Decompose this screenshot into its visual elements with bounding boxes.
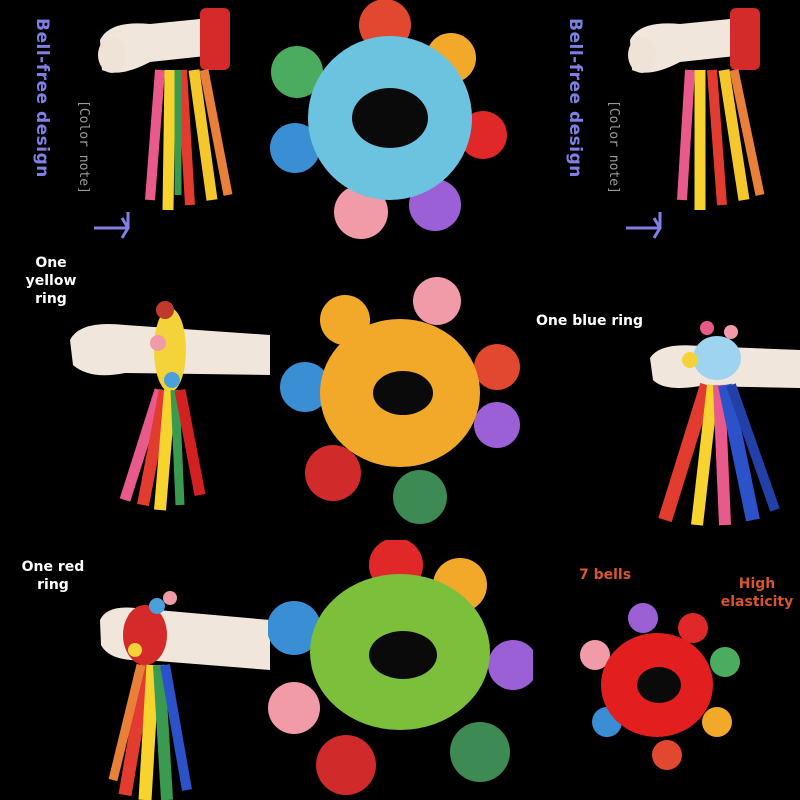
blue-ring-wrist-photo	[645, 320, 800, 535]
wristband-photo-right	[620, 0, 800, 240]
yellow-ring-product-photo	[275, 275, 525, 525]
high-elasticity-label: High elasticity	[720, 576, 794, 611]
one-blue-ring-label: One blue ring	[535, 313, 644, 329]
bell-free-design-label: Bell-free design	[32, 18, 52, 178]
one-yellow-ring-label: One yellow ring	[25, 255, 77, 308]
red-ring-wrist-photo	[95, 590, 270, 800]
arrow-up-right-icon	[624, 210, 684, 240]
red-ring-product-photo	[575, 600, 745, 775]
one-red-ring-label: One red ring	[21, 559, 85, 594]
arrow-up-right-icon	[92, 210, 152, 240]
bell-free-design-label-right: Bell-free design	[565, 18, 585, 178]
seven-bells-label: 7 bells	[578, 567, 632, 583]
color-note-label-right: [Color note]	[606, 100, 621, 194]
color-note-label: [Color note]	[76, 100, 91, 194]
wristband-photo-left	[90, 0, 270, 240]
blue-ring-product-photo	[265, 0, 520, 245]
yellow-ring-wrist-photo	[65, 295, 275, 520]
green-ring-product-photo	[268, 540, 533, 800]
